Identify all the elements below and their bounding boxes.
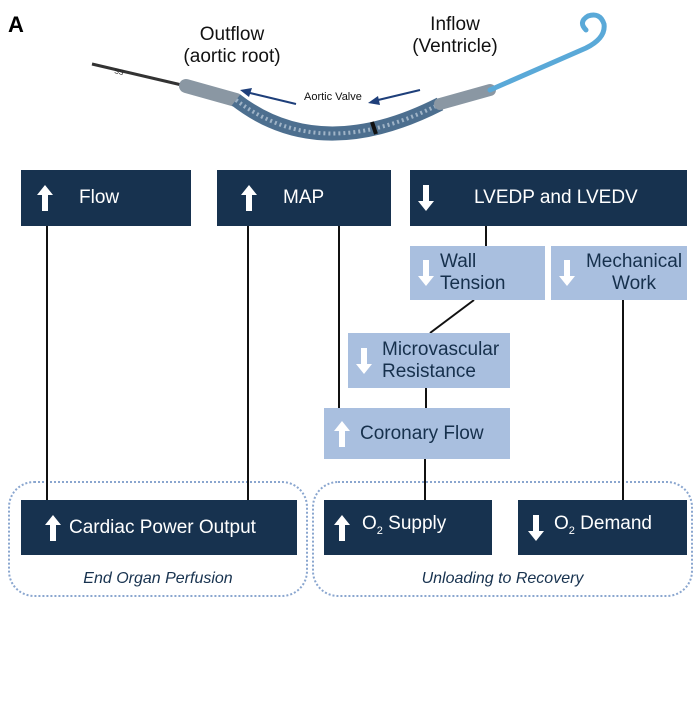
connector-map-cpo xyxy=(247,226,249,500)
cannula-coil xyxy=(234,98,441,136)
o2-supply-sub: 2 xyxy=(376,524,383,537)
inflow-label-line2: (Ventricle) xyxy=(412,36,498,57)
node-mechanical-work-line1: Mechanical xyxy=(585,251,683,272)
impella-device-illustration: SS xyxy=(91,12,607,141)
down-arrow-icon xyxy=(528,514,544,541)
panel-letter: A xyxy=(8,12,24,37)
node-map: MAP xyxy=(217,170,391,226)
node-flow: Flow xyxy=(21,170,191,226)
up-arrow-icon xyxy=(45,514,61,541)
node-lvedp: LVEDP and LVEDV xyxy=(410,170,687,226)
outflow-arrow xyxy=(245,91,297,105)
node-microvascular-line2: Resistance xyxy=(382,360,476,382)
node-mechanical-work-line2: Work xyxy=(612,273,656,294)
pigtail-tip xyxy=(487,12,607,93)
node-coronary-flow-label: Coronary Flow xyxy=(360,422,484,444)
group-end-organ-perfusion xyxy=(8,481,308,597)
outflow-label-line2: (aortic root) xyxy=(183,46,281,67)
connector-map-coronary xyxy=(338,226,340,410)
node-lvedp-label: LVEDP and LVEDV xyxy=(474,187,638,208)
motor-housing xyxy=(179,79,243,107)
inlet-area xyxy=(434,84,496,110)
o2-demand-suffix: Demand xyxy=(574,513,653,535)
node-mechanical-work: Mechanical Work xyxy=(551,246,687,300)
group-label-unloading: Unloading to Recovery xyxy=(421,570,584,587)
node-coronary-flow: Coronary Flow xyxy=(324,408,510,459)
inflow-label-line1: Inflow xyxy=(430,14,480,35)
outflow-label: Outflow (aortic root) xyxy=(172,24,292,68)
inflow-label: Inflow (Ventricle) xyxy=(400,14,510,58)
down-arrow-icon xyxy=(356,347,372,374)
node-wall-tension: Wall Tension xyxy=(410,246,545,300)
down-arrow-icon xyxy=(418,185,434,211)
o2-demand-prefix: O xyxy=(554,513,569,535)
valve-marker xyxy=(370,121,378,135)
o2-supply-suffix: Supply xyxy=(382,513,447,535)
up-arrow-icon xyxy=(37,185,53,211)
node-cpo-label: Cardiac Power Output xyxy=(69,516,256,538)
connector-flow-cpo xyxy=(46,226,48,500)
outflow-arrowhead xyxy=(240,88,252,97)
down-arrow-icon xyxy=(559,260,575,286)
aortic-valve-label: Aortic Valve xyxy=(304,91,362,103)
o2-demand-sub: 2 xyxy=(568,524,575,537)
down-arrow-icon xyxy=(418,260,434,286)
catheter-marking: SS xyxy=(114,68,125,77)
o2-supply-prefix: O xyxy=(362,513,377,535)
inflow-arrowhead xyxy=(368,96,380,105)
connector-mechwork-o2demand xyxy=(622,300,624,500)
outflow-label-line1: Outflow xyxy=(199,24,265,45)
connector-lvedp-walltension xyxy=(485,226,487,246)
node-flow-label: Flow xyxy=(79,187,120,208)
node-o2-demand-label: O2 Demand xyxy=(554,513,652,542)
node-wall-tension-label: Wall Tension xyxy=(440,251,506,294)
node-o2-demand: O2 Demand xyxy=(518,500,687,555)
node-microvascular-line1: Microvascular xyxy=(382,338,500,360)
group-unloading-to-recovery xyxy=(312,481,693,597)
connector-micro-coronary xyxy=(425,388,427,408)
up-arrow-icon xyxy=(241,185,257,211)
up-arrow-icon xyxy=(334,514,350,541)
node-microvascular-resistance: Microvascular Resistance xyxy=(348,333,510,388)
node-o2-supply: O2 Supply xyxy=(324,500,492,555)
node-o2-supply-label: O2 Supply xyxy=(362,513,446,542)
node-mechanical-work-text: Mechanical Work xyxy=(581,251,687,295)
inflow-arrow xyxy=(373,89,421,102)
node-microvascular-text: Microvascular Resistance xyxy=(382,339,499,383)
catheter-shaft xyxy=(91,62,187,88)
node-map-label: MAP xyxy=(283,187,325,208)
up-arrow-icon xyxy=(334,420,350,447)
group-label-end-organ: End Organ Perfusion xyxy=(83,570,233,587)
node-cardiac-power-output: Cardiac Power Output xyxy=(21,500,297,555)
connector-coronary-o2supply xyxy=(424,459,426,501)
